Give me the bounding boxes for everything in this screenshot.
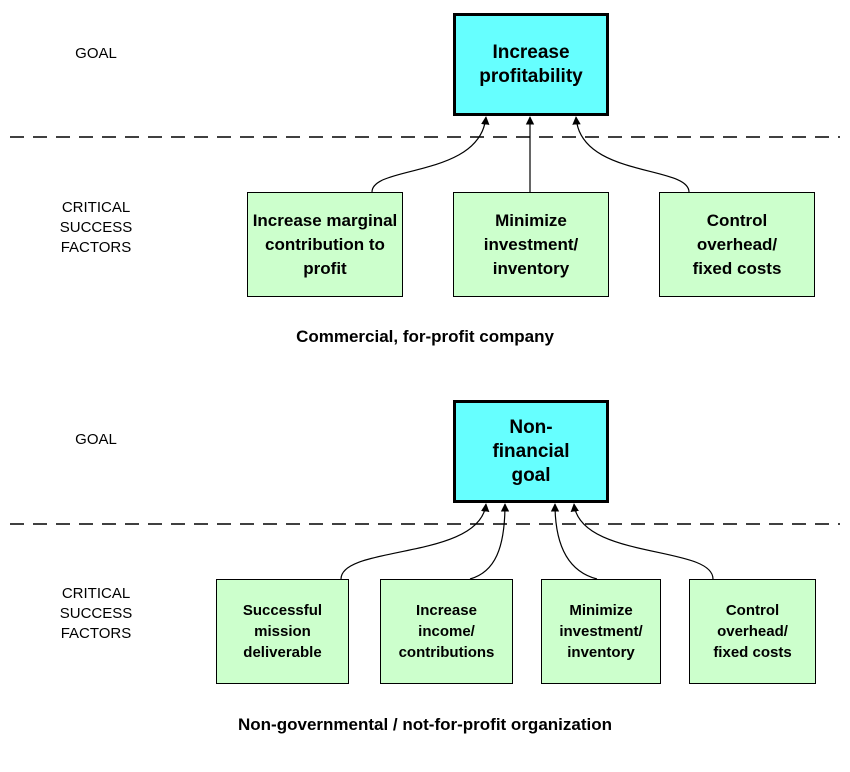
goal-text-bottom: Non-financial goal (492, 416, 570, 486)
goal-label-bottom: GOAL (75, 431, 117, 448)
csf-label-top: CRITICAL SUCCESS FACTORS (59, 199, 133, 256)
csf-box-bottom-3: Minimize investment/ inventory (541, 579, 661, 684)
arrow-top-3 (572, 116, 690, 193)
caption-bottom: Non-governmental / not-for-profit organi… (238, 715, 612, 734)
csf-text-bottom-3: Minimize investment/ inventory (559, 602, 643, 661)
arrow-bottom-1 (340, 503, 490, 580)
csf-box-bottom-1: Successful mission deliverable (216, 579, 349, 684)
csf-text-bottom-1: Successful mission deliverable (242, 602, 323, 661)
csf-box-bottom-2: Increase income/ contributions (380, 579, 513, 684)
csf-text-top-2: Minimize investment/ inventory (483, 210, 579, 278)
csf-box-top-3: Control overhead/ fixed costs (659, 192, 815, 297)
arrow-bottom-2 (469, 503, 510, 580)
arrow-bottom-3 (550, 503, 598, 580)
csf-text-top-3: Control overhead/ fixed costs (692, 210, 782, 278)
csf-box-top-2: Minimize investment/ inventory (453, 192, 609, 297)
arrow-bottom-4 (570, 503, 714, 580)
csf-box-bottom-4: Control overhead/ fixed costs (689, 579, 816, 684)
goal-box-top: Increase profitability (453, 13, 609, 116)
csf-label-bottom: CRITICAL SUCCESS FACTORS (59, 585, 133, 642)
csf-text-top-1: Increase marginal contribution to profit (252, 210, 398, 278)
csf-box-top-1: Increase marginal contribution to profit (247, 192, 403, 297)
caption-top: Commercial, for-profit company (296, 327, 554, 346)
goal-box-bottom: Non-financial goal (453, 400, 609, 503)
csf-text-bottom-4: Control overhead/ fixed costs (713, 602, 792, 661)
csf-text-bottom-2: Increase income/ contributions (398, 602, 495, 661)
goal-label-top: GOAL (75, 45, 117, 62)
arrow-top-1 (371, 116, 490, 193)
goal-text-top: Increase profitability (479, 41, 583, 87)
